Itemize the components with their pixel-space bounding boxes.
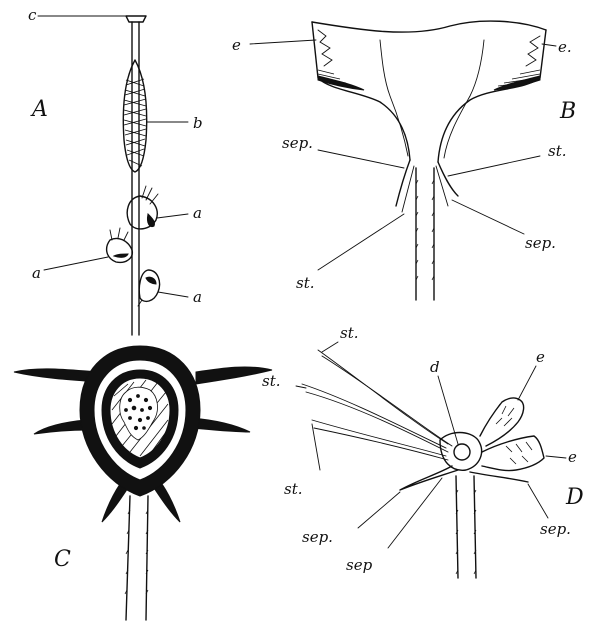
panel-d-stem: [456, 476, 476, 578]
panel-d-leader-sep-left: [358, 492, 400, 528]
panel-d-title: D: [565, 485, 584, 510]
panel-b-inner-left: [380, 40, 408, 156]
panel-d-stem-hairs: [456, 490, 476, 574]
panel-b-leader-st-left: [318, 214, 404, 270]
panel-b-label-e-left: e: [232, 36, 241, 54]
panel-d-label-d: d: [430, 358, 440, 376]
panel-b-stem: [416, 168, 434, 300]
panel-c: C: [14, 346, 272, 620]
panel-d-lobe-right-hatch: [506, 442, 532, 464]
panel-d-label-sep-right: sep.: [540, 520, 571, 538]
panel-a-flower-2: [107, 228, 133, 262]
panel-d-label-e-right: e: [568, 448, 577, 466]
panel-b: e e. sep. st. sep. st. B: [232, 21, 576, 300]
panel-d-label-sep-mid: sep: [346, 556, 373, 574]
panel-b-right-wall: [438, 30, 546, 162]
panel-b-label-st-left: st.: [296, 274, 315, 292]
panel-d-sepal-left: [400, 466, 458, 490]
panel-a-label-a3: a: [193, 288, 202, 306]
panel-a-leader-a3: [158, 292, 188, 297]
panel-b-edge-left: [318, 30, 332, 66]
panel-a-label-a1: a: [193, 204, 202, 222]
panel-d-leader-st-top: [322, 342, 338, 352]
panel-d-leader-e-top: [518, 366, 536, 400]
panel-b-sepal-right: [438, 162, 458, 196]
panel-b-leader-st-right: [448, 156, 540, 176]
panel-b-label-st-right: st.: [548, 142, 567, 160]
panel-d-sepal-right: [470, 472, 528, 482]
panel-d-stamen-3: [302, 384, 446, 448]
panel-d-stamen-4: [306, 392, 448, 452]
panel-d-stamen-6: [314, 428, 448, 460]
panel-d-label-st-top: st.: [340, 324, 359, 342]
panel-c-spike-right-low: [192, 418, 250, 432]
panel-d-leader-sep-mid: [388, 478, 442, 548]
panel-c-spike-bottom-left: [102, 484, 128, 522]
panel-a-label-b: b: [193, 114, 203, 132]
panel-d-leader-st-low: [312, 424, 320, 470]
panel-d-label-e-top: e: [536, 348, 545, 366]
panel-b-label-e-right: e.: [558, 38, 572, 56]
panel-b-inner-right: [444, 40, 484, 158]
panel-a-spike: [123, 60, 146, 172]
panel-d-label-st-low: st.: [284, 480, 303, 498]
panel-a-label-a2: a: [32, 264, 41, 282]
panel-b-stem-hairs: [416, 180, 434, 280]
panel-c-stem: [126, 496, 148, 620]
panel-b-label-sep-right: sep.: [525, 234, 556, 252]
panel-d-label-st-mid: st.: [262, 372, 281, 390]
panel-a-title: A: [30, 97, 48, 122]
panel-a-leader-a1: [157, 214, 188, 218]
panel-b-label-sep-left: sep.: [282, 134, 313, 152]
panel-d-label-sep-left: sep.: [302, 528, 333, 546]
panel-d-leader-d: [438, 376, 458, 444]
panel-c-title: C: [54, 547, 71, 572]
panel-d-leader-e-right: [546, 456, 566, 458]
panel-a-cap: [126, 16, 146, 22]
panel-b-leader-e-left: [250, 40, 316, 44]
panel-b-edge-right: [526, 36, 540, 66]
panel-c-spike-left-low: [34, 420, 88, 434]
panel-c-spike-bottom-right: [154, 484, 180, 522]
panel-b-leader-sep-right: [452, 200, 524, 234]
panel-d: st. st. st. d e e sep. sep sep. D: [262, 324, 584, 578]
panel-b-stamens: [402, 166, 448, 212]
panel-d-leader-st-mid: [296, 386, 306, 388]
panel-d-lobe-right: [482, 436, 544, 471]
panel-a-label-c: c: [28, 6, 37, 24]
panel-d-leader-sep-right: [528, 484, 548, 518]
panel-b-leader-sep-left: [318, 150, 404, 168]
panel-a: c b a a a A: [28, 6, 203, 335]
panel-b-left-wall: [312, 22, 410, 160]
panel-b-title: B: [559, 99, 576, 124]
panel-b-rim-top: [312, 21, 546, 32]
panel-a-flower-3: [138, 270, 160, 306]
panel-a-leader-a2: [44, 257, 108, 270]
panel-c-spike-right-top: [196, 367, 272, 384]
panel-d-disc: [454, 444, 470, 460]
panel-a-stem: [132, 22, 139, 335]
